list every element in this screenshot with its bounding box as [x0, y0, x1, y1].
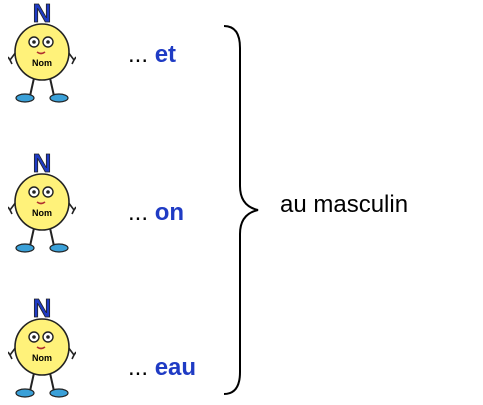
masculine-label: au masculin: [280, 191, 409, 218]
ending-suffix: et: [154, 41, 177, 68]
mascot-badge-letter: N: [33, 150, 52, 178]
noun-mascot-icon: N Nom: [8, 295, 76, 398]
ending-text: ... on: [128, 198, 184, 228]
noun-mascot-icon: N Nom: [8, 0, 76, 103]
ending-row: N Nom ... et: [0, 0, 260, 110]
ellipsis: ...: [128, 199, 149, 226]
ending-row: N Nom ... eau: [0, 295, 260, 405]
ending-text: ... eau: [128, 353, 196, 383]
ending-suffix: eau: [154, 354, 197, 381]
ellipsis: ...: [128, 354, 149, 381]
noun-mascot-icon: N Nom: [8, 150, 76, 253]
mascot-badge-letter: N: [33, 295, 52, 323]
ending-row: N Nom ... on: [0, 150, 260, 260]
right-curly-brace: [223, 25, 259, 395]
mascot-badge-letter: N: [33, 0, 52, 28]
mascot-body-label: Nom: [32, 208, 52, 218]
mascot-body-label: Nom: [32, 58, 52, 68]
ending-suffix: on: [154, 199, 185, 226]
mascot-body-label: Nom: [32, 353, 52, 363]
ending-text: ... et: [128, 40, 176, 70]
ellipsis: ...: [128, 41, 149, 68]
